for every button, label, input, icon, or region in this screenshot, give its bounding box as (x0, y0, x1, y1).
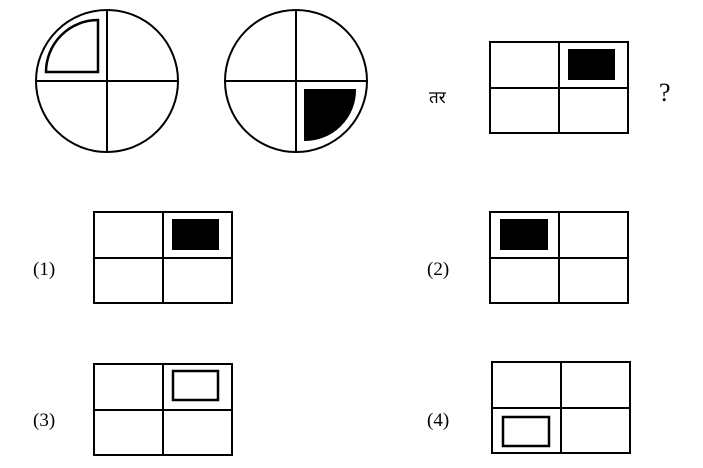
question-figure-circle-2 (224, 9, 368, 153)
option-4-figure[interactable] (491, 361, 631, 454)
outlined-quarter-circle-marker (44, 18, 100, 74)
question-figure-grid (489, 41, 629, 134)
filled-rectangle-marker (172, 219, 219, 250)
option-3-label: (3) (33, 410, 56, 431)
option-1-label: (1) (33, 259, 56, 280)
option-2-figure[interactable] (489, 211, 629, 304)
connector-text: तर (429, 88, 446, 108)
option-3-figure[interactable] (93, 363, 233, 456)
option-1-figure[interactable] (93, 211, 233, 304)
question-mark: ? (659, 78, 671, 107)
filled-rectangle-marker (500, 219, 548, 250)
option-2-label: (2) (427, 259, 450, 280)
question-figure-circle-1 (35, 9, 179, 153)
outlined-rectangle-marker (501, 415, 551, 448)
filled-quarter-circle-marker (304, 89, 357, 142)
option-4-label: (4) (427, 410, 450, 431)
outlined-rectangle-marker (171, 369, 220, 402)
filled-rectangle-marker (568, 49, 615, 80)
